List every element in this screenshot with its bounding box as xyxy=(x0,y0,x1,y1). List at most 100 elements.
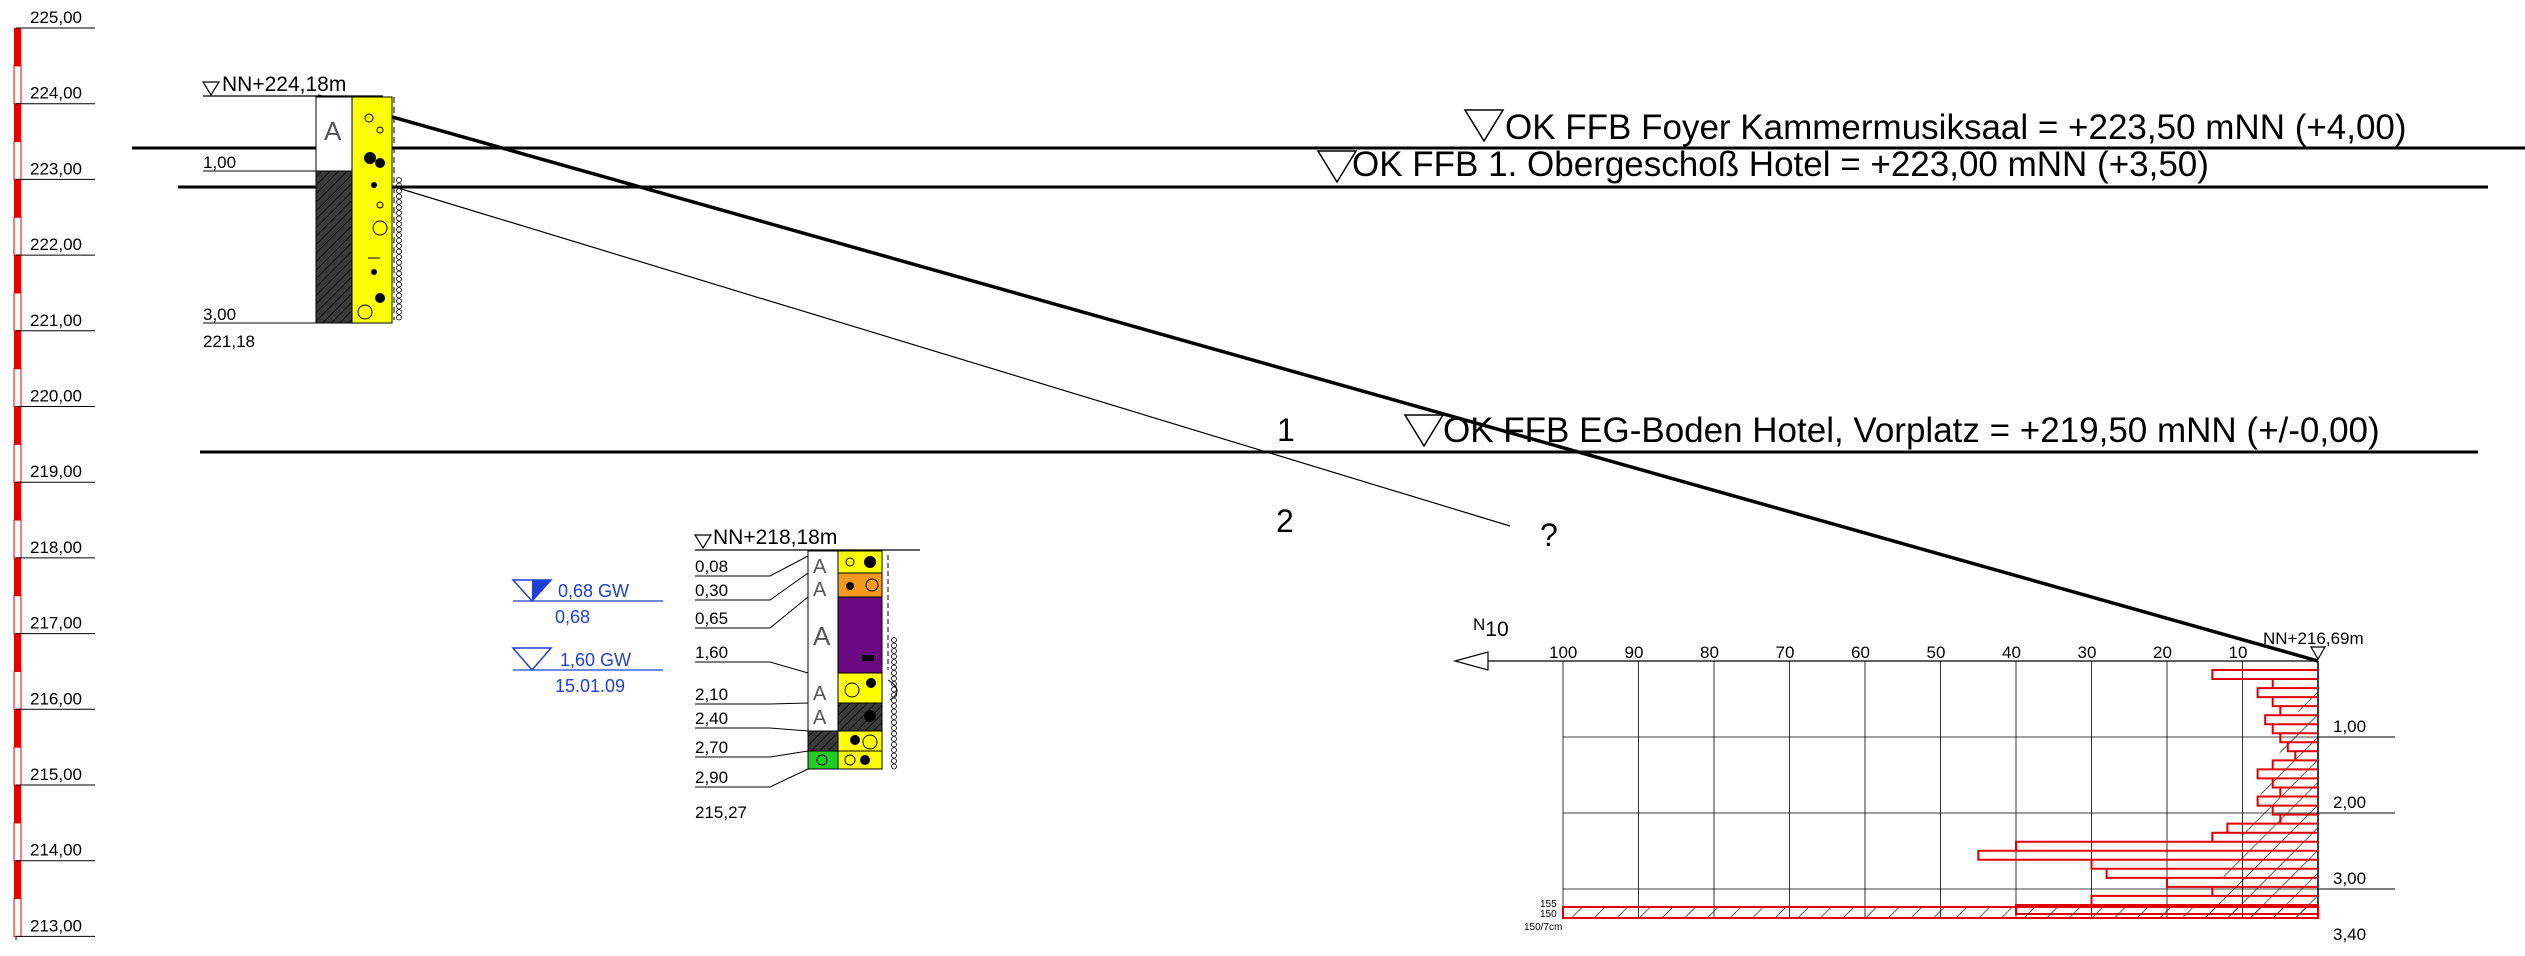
borehole-2-depth-label: 0,30 xyxy=(695,581,728,600)
level-triangle-icon xyxy=(1316,150,1358,184)
scale-segment xyxy=(13,670,22,710)
scale-segment xyxy=(13,292,22,332)
soil-symbol-A: A xyxy=(813,579,827,601)
sounding-axis-tick: 20 xyxy=(2153,643,2172,662)
sounding-top-label: NN+216,69m xyxy=(2263,629,2364,648)
scale-segment xyxy=(13,141,22,180)
groundwater-2-date: 15.01.09 xyxy=(555,676,625,696)
level-triangle-icon xyxy=(2309,646,2327,661)
sounding-axis-tick: 40 xyxy=(2002,643,2021,662)
borehole-2: NN+218,18m A A A A A 0,080,300,651,602 xyxy=(693,526,920,822)
scale-label: 220,00 xyxy=(30,387,82,406)
level-triangle-icon xyxy=(201,81,221,97)
sounding-axis-tick: 100 xyxy=(1549,643,1577,662)
soil-symbol-A: A xyxy=(324,116,342,146)
scale-label: 223,00 xyxy=(30,159,82,178)
level-og1-label: OK FFB 1. Obergeschoß Hotel = +223,00 mN… xyxy=(1352,145,2209,184)
borehole-2-depth-label: 0,08 xyxy=(695,557,728,576)
scale-segment xyxy=(14,860,21,899)
sounding-axis-tick: 80 xyxy=(1700,643,1719,662)
scale-segment xyxy=(14,406,21,445)
soil-layer-yellow xyxy=(351,96,393,324)
scale-label: 219,00 xyxy=(30,462,82,481)
scale-segment xyxy=(14,103,21,142)
sounding-blow-count-bars xyxy=(1977,669,2318,915)
level-triangle-icon xyxy=(1463,109,1505,143)
scale-segment xyxy=(14,785,21,823)
borehole-1-top-label: NN+224,18m xyxy=(222,73,346,96)
scale-label: 222,00 xyxy=(30,235,82,254)
scale-label: 213,00 xyxy=(30,916,82,935)
level-foyer-label: OK FFB Foyer Kammermusiksaal = +223,50 m… xyxy=(1505,108,2407,147)
scale-label: 218,00 xyxy=(30,538,82,557)
level-foyer: OK FFB Foyer Kammermusiksaal = +223,50 m… xyxy=(132,108,2525,150)
scale-segment xyxy=(14,255,21,293)
groundwater-1-sub: 0,68 xyxy=(555,607,590,627)
level-og1: OK FFB 1. Obergeschoß Hotel = +223,00 mN… xyxy=(178,145,2488,189)
marker-2: 2 xyxy=(1276,503,1294,539)
scale-label: 225,00 xyxy=(30,8,82,27)
marker-1: 1 xyxy=(1277,412,1295,448)
borehole-2-depth-label: 0,65 xyxy=(695,609,728,628)
scale-segment xyxy=(14,482,21,521)
borehole-2-depth-label: 2,10 xyxy=(695,685,728,704)
stratum-boundary-line xyxy=(397,187,1511,527)
sounding-note-150: 150 xyxy=(1540,909,1557,920)
scale-segment xyxy=(13,216,22,256)
borehole-2-depth-label: 2,70 xyxy=(695,738,728,757)
scale-segment xyxy=(13,65,22,105)
soil-symbol-A: A xyxy=(813,556,827,578)
borehole-1-bottom-elevation: 221,18 xyxy=(203,332,255,351)
sounding-axis-tick: 90 xyxy=(1625,643,1644,662)
scale-segment xyxy=(14,709,21,748)
scale-segment xyxy=(13,519,22,559)
scale-label: 214,00 xyxy=(30,841,82,860)
scale-segment xyxy=(14,330,21,369)
groundwater-1-value: 0,68 GW xyxy=(558,581,629,601)
scale-segment xyxy=(13,746,22,786)
borehole-1-depth-1: 1,00 xyxy=(203,153,236,172)
borehole-2-top-label: NN+218,18m xyxy=(713,526,837,549)
scale-label: 216,00 xyxy=(30,689,82,708)
scale-segment xyxy=(13,898,22,937)
level-triangle-icon xyxy=(693,534,713,550)
scale-label: 217,00 xyxy=(30,614,82,633)
level-eg-label: OK FFB EG-Boden Hotel, Vorplatz = +219,5… xyxy=(1443,411,2380,450)
borehole-1: NN+224,18m A 1,00 3,00 221,18 xyxy=(201,73,402,351)
scale-label: 215,00 xyxy=(30,765,82,784)
soil-symbol-A: A xyxy=(813,621,831,651)
scale-segment xyxy=(14,28,21,66)
sounding-depth-label: 2,00 xyxy=(2333,793,2366,812)
scale-label: 224,00 xyxy=(30,84,82,103)
groundwater-triangle-icon xyxy=(511,647,553,672)
level-triangle-icon xyxy=(1403,414,1445,448)
sounding-axis-tick: 70 xyxy=(1776,643,1795,662)
scale-segment xyxy=(13,368,22,407)
arrow-left-icon xyxy=(1452,651,1489,671)
sounding-note-155: 155 xyxy=(1540,899,1557,910)
scale-segment xyxy=(13,595,22,635)
groundwater-legend: 0,68 GW 0,68 1,60 GW 15.01.09 xyxy=(511,579,663,696)
elevation-scale: 225,00 224,00 223,00 222,00 221,00 220,00 219,… xyxy=(13,8,95,940)
scale-segment xyxy=(13,822,22,862)
terrain-line xyxy=(317,94,2319,663)
sounding-note-150-7cm: 150/7cm xyxy=(1524,922,1562,933)
scale-segment xyxy=(13,443,22,483)
borehole-2-depth-label: 2,40 xyxy=(695,709,728,728)
scale-segment xyxy=(14,179,21,218)
scale-label: 221,00 xyxy=(30,311,82,330)
borehole-2-depth-label: 1,60 xyxy=(695,643,728,662)
soil-symbol-A: A xyxy=(813,683,827,705)
scale-segment xyxy=(14,557,21,596)
borehole-2-depth-label: 2,90 xyxy=(695,768,728,787)
level-eg: OK FFB EG-Boden Hotel, Vorplatz = +219,5… xyxy=(200,411,2478,454)
sounding-axis-tick: 50 xyxy=(1927,643,1946,662)
groundwater-2-value: 1,60 GW xyxy=(560,650,631,670)
sounding-depth-label: 3,00 xyxy=(2333,869,2366,888)
sounding-axis-tick: 30 xyxy=(2078,643,2097,662)
soil-symbol-A: A xyxy=(813,707,827,729)
sounding-axis-tick: 10 xyxy=(2229,643,2248,662)
sounding-depth-label: 1,00 xyxy=(2333,717,2366,736)
sounding-depth-label: 3,40 xyxy=(2333,925,2366,944)
